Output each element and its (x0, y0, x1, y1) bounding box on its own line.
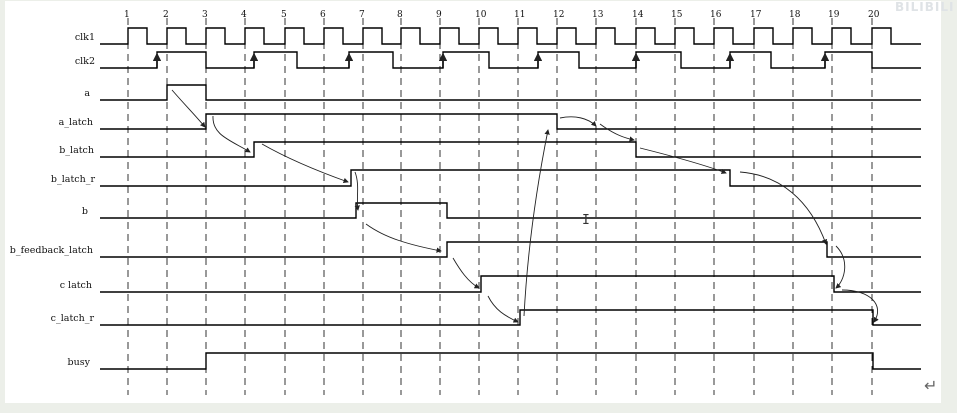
clk1-waveform (100, 27, 921, 45)
cycle-label: 13 (592, 10, 604, 20)
signal-label: b_latch (59, 145, 94, 156)
causal-arrow (171, 89, 206, 128)
b-latch-waveform (100, 141, 921, 158)
c-latch-waveform (100, 275, 921, 293)
cycle-label: 10 (475, 10, 487, 20)
cycle-label: 12 (553, 10, 564, 20)
cycle-label: 4 (241, 10, 247, 20)
causal-arrow (261, 143, 349, 184)
b-latch-r-waveform (100, 169, 921, 187)
causal-arrow (841, 289, 879, 323)
b-feedback-latch-waveform (100, 241, 921, 258)
signal-label: b_latch_r (51, 174, 96, 185)
watermark: BILIBILI (895, 0, 955, 14)
signal-label: a (84, 88, 90, 99)
cycle-label: 1 (124, 10, 130, 20)
cycle-label: 17 (750, 10, 762, 20)
causal-arrow (452, 257, 480, 289)
signal-label: busy (68, 357, 91, 368)
cycle-label: 18 (789, 10, 801, 20)
cycle-label: 3 (202, 10, 208, 20)
cycle-label: 7 (359, 10, 365, 20)
cycle-label: 6 (320, 10, 326, 20)
cycle-label: 15 (671, 10, 683, 20)
signal-label: c_latch_r (51, 313, 95, 324)
clk2-waveform (100, 51, 921, 69)
causal-arrow (212, 115, 251, 153)
cycle-label: 11 (514, 10, 525, 20)
signal-label: a_latch (59, 117, 93, 128)
signal-label: b (82, 206, 88, 217)
cycle-label: 5 (281, 10, 287, 20)
causal-arrow (639, 147, 727, 174)
signal-label: clk2 (75, 56, 95, 67)
a-waveform (100, 84, 921, 101)
cycle-label: 9 (436, 10, 442, 20)
c-latch-r-waveform (100, 309, 921, 326)
signal-label: b_feedback_latch (10, 245, 93, 256)
signal-label: clk1 (75, 32, 95, 43)
causal-arrow (365, 223, 442, 253)
return-mark: ↵ (924, 376, 938, 395)
cycle-label: 20 (868, 10, 880, 20)
cycle-label: 16 (710, 10, 722, 20)
busy-waveform (100, 352, 921, 370)
cycle-label: 19 (828, 10, 840, 20)
causal-arrow (354, 171, 360, 211)
causal-arrow (487, 295, 519, 323)
causal-arrow (739, 171, 827, 245)
cycle-label: 14 (632, 10, 644, 20)
causal-arrow (559, 116, 597, 127)
b-waveform (100, 202, 921, 219)
text-cursor-icon: I (582, 213, 590, 228)
cycle-label: 8 (397, 10, 403, 20)
signal-label: c latch (60, 280, 92, 291)
cycle-label: 2 (163, 10, 169, 20)
causal-arrow (599, 123, 635, 142)
causal-arrow (523, 129, 550, 317)
a-latch-waveform (100, 113, 921, 130)
causal-arrow (835, 245, 846, 289)
